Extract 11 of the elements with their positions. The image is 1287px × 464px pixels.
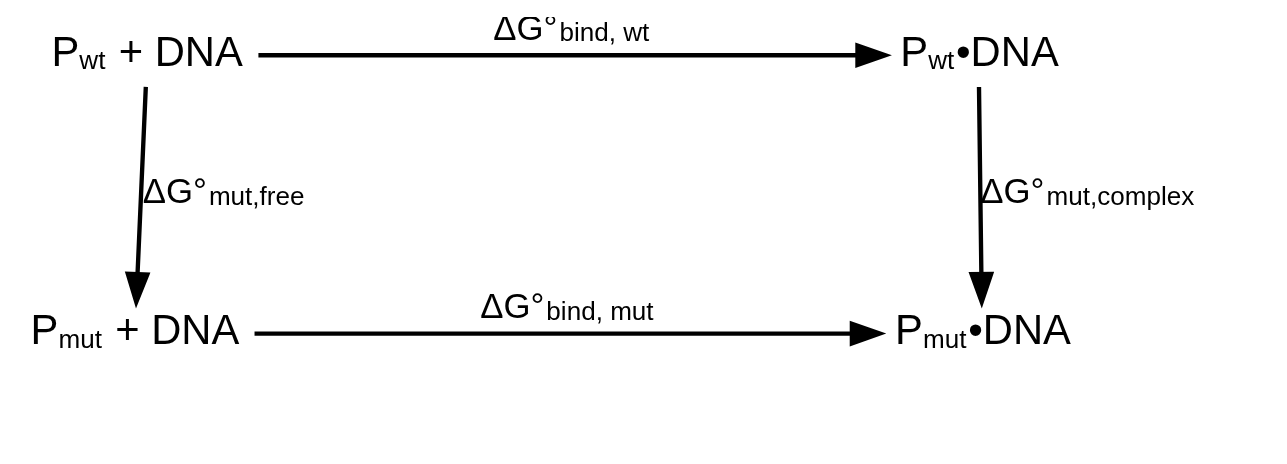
node-text: Pmut•DNA [895, 306, 1071, 354]
node-text: Pmut + DNA [30, 306, 240, 354]
node-text: Pwt•DNA [900, 28, 1059, 76]
edge-label: ΔG°bind, mut [480, 286, 654, 326]
edge-label: ΔG°mut,free [142, 172, 305, 211]
node-text: Pwt + DNA [51, 28, 243, 76]
arrow [254, 320, 887, 347]
edge-label: ΔG°mut,complex [980, 172, 1195, 211]
arrow [258, 42, 892, 69]
arrow [968, 86, 995, 309]
arrow [124, 86, 151, 309]
